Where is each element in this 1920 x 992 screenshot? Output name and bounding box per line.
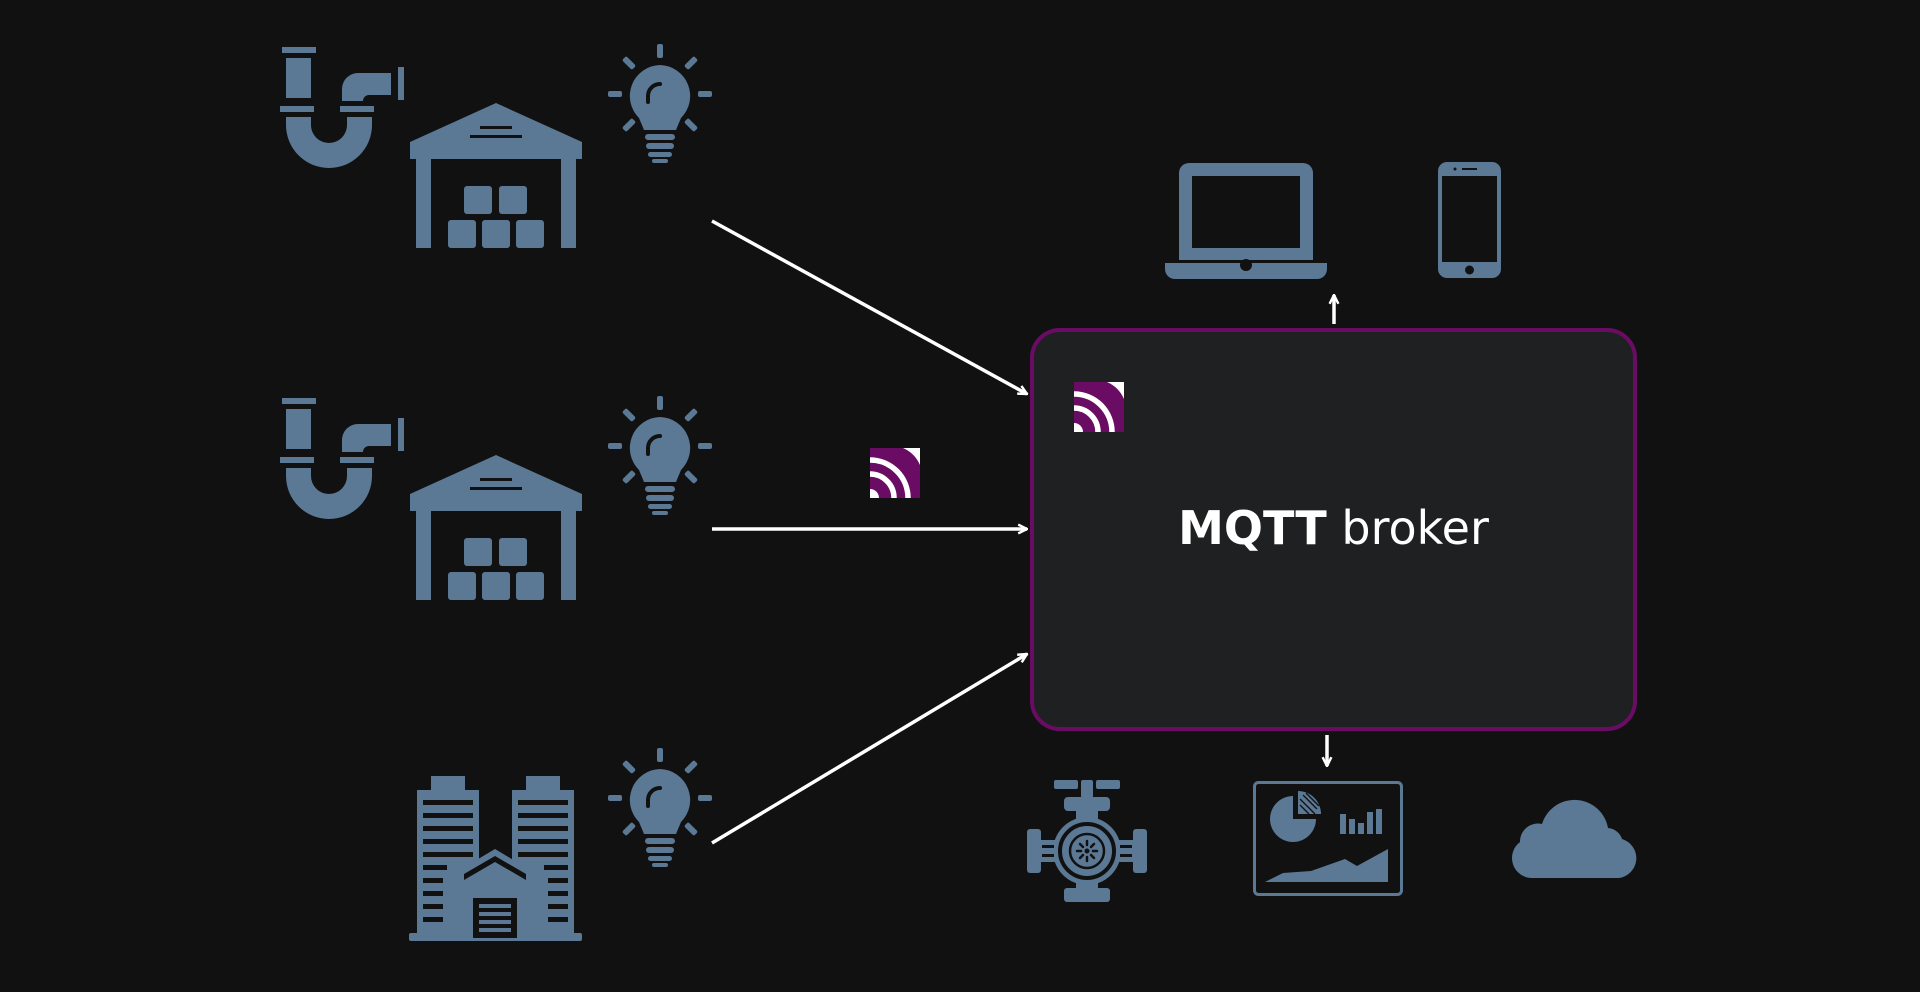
warehouse-icon [410, 455, 582, 600]
laptop-icon [1165, 163, 1327, 279]
light-bulb-icon [608, 748, 712, 868]
mqtt-broker-box: MQTT broker [1030, 328, 1637, 731]
smartphone-icon [1438, 162, 1501, 278]
broker-title-protocol: MQTT [1178, 501, 1327, 555]
broker-title-word: broker [1341, 501, 1489, 555]
cloud-icon [1512, 798, 1639, 878]
warehouse-icon [410, 103, 582, 248]
arrow-source-1-to-broker [711, 219, 1027, 396]
pipe-icon [279, 45, 405, 168]
light-bulb-icon [608, 44, 712, 164]
mqtt-logo-icon [869, 448, 920, 499]
dashboard-icon [1253, 781, 1403, 896]
pipe-icon [279, 396, 405, 519]
light-bulb-icon [608, 396, 712, 516]
broker-title: MQTT broker [1034, 505, 1633, 551]
office-buildings-icon [409, 776, 582, 941]
valve-icon [1027, 780, 1147, 902]
mqtt-logo-icon [1073, 382, 1124, 433]
arrow-source-3-to-broker [711, 652, 1027, 845]
